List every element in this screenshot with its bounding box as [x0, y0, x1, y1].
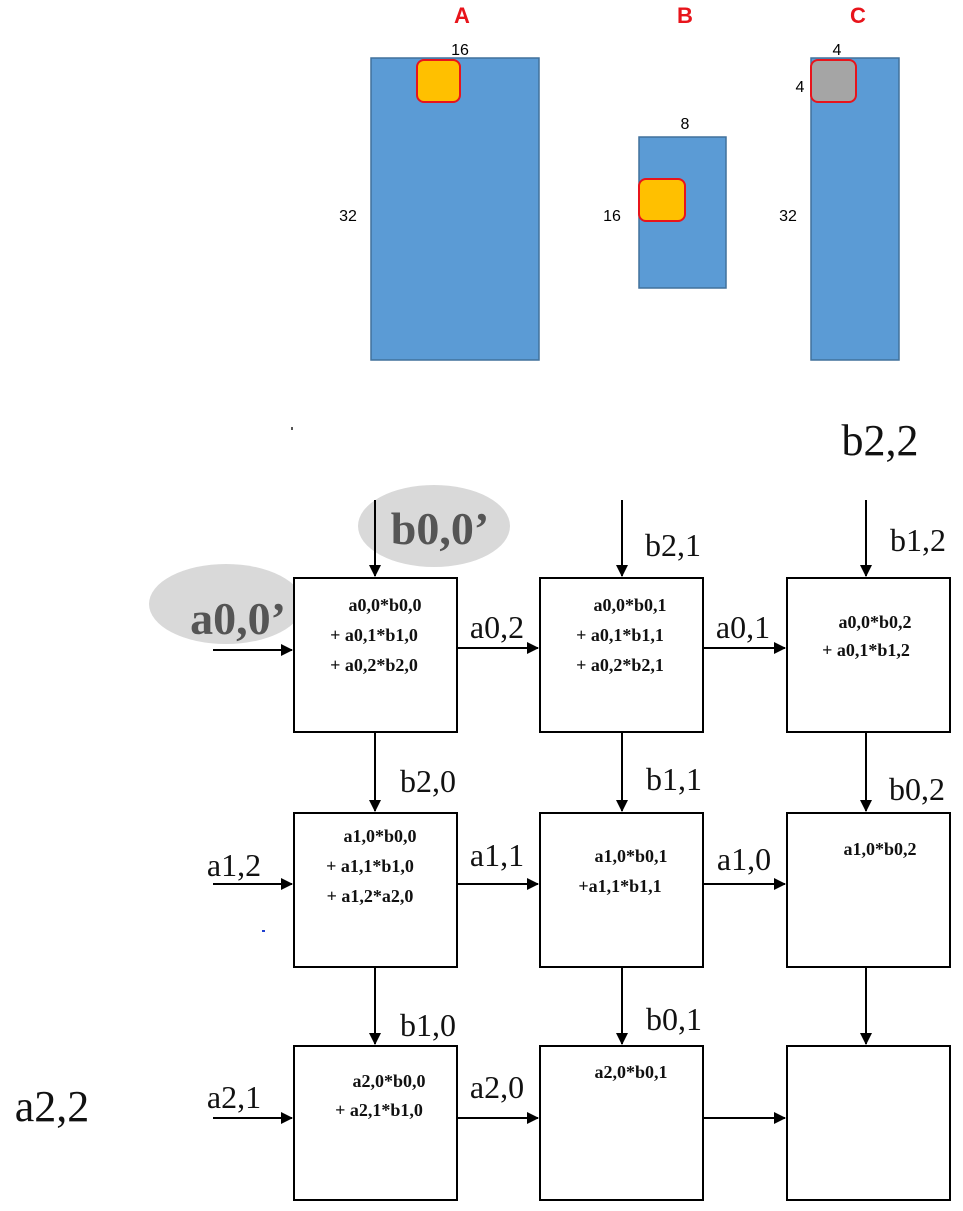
cell-2-1-line-1: a2,0*b0,1 [594, 1062, 667, 1082]
matrix-a-block [370, 57, 540, 361]
pe-cell-1-0 [293, 812, 458, 968]
cell-0-0-line-2: + a0,1*b1,0 [330, 625, 418, 645]
cell-0-1-line-3: + a0,2*b2,1 [576, 655, 664, 675]
row-input-label-2: a2,1 [207, 1079, 261, 1115]
row-input-label-1: a1,2 [207, 847, 261, 883]
h-edge-label-r0-c0: a0,2 [470, 609, 524, 645]
top-input-label-col-2: b1,2 [890, 522, 946, 558]
v-edge-label-r1-c1: b0,1 [646, 1001, 702, 1037]
left-bottom-input-label: a2,2 [15, 1082, 90, 1131]
matrix-b: B 8 16 [603, 3, 727, 289]
pe-cell-0-2 [786, 577, 951, 733]
matrix-c-height-label: 32 [779, 208, 797, 225]
matrix-c-tile [810, 59, 857, 103]
pe-cell-2-2 [786, 1045, 951, 1201]
cell-1-0-line-2: + a1,1*b1,0 [326, 856, 414, 876]
cell-1-0-line-3: + a1,2*a2,0 [327, 886, 414, 906]
matrix-c: C 4 4 32 [779, 3, 900, 361]
matrix-a-height-label: 32 [339, 208, 357, 225]
top-right-input-label: b2,2 [842, 416, 919, 465]
cell-0-1-line-1: a0,0*b0,1 [593, 595, 666, 615]
matrix-c-tile-height-label: 4 [796, 79, 805, 96]
v-edge-label-r1-c0: b1,0 [400, 1007, 456, 1043]
matrix-b-tile [638, 178, 686, 222]
h-edge-label-r0-c1: a0,1 [716, 609, 770, 645]
systolic-array: b2,2 a2,2 b0,0’ a0,0’ a0,0*b0,0 + a0,1*b… [15, 416, 951, 1201]
matrix-b-width-label: 8 [681, 116, 690, 133]
cell-0-0-line-1: a0,0*b0,0 [348, 595, 421, 615]
bubble-a-label: a0,0’ [190, 593, 286, 644]
v-edge-label-r0-c1: b1,1 [646, 761, 702, 797]
cell-1-1-line-2: +a1,1*b1,1 [578, 876, 661, 896]
bubble-a-highlight [149, 564, 303, 644]
pe-cell-2-1 [539, 1045, 704, 1201]
h-edge-label-r2-c0: a2,0 [470, 1069, 524, 1105]
cell-0-0-line-3: + a0,2*b2,0 [330, 655, 418, 675]
pe-cell-0-0 [293, 577, 458, 733]
matrix-b-height-label: 16 [603, 208, 621, 225]
cell-2-0-line-1: a2,0*b0,0 [352, 1071, 425, 1091]
top-input-label-col-1: b2,1 [645, 527, 701, 563]
cell-1-2-line-1: a1,0*b0,2 [843, 839, 916, 859]
pe-cell-0-1 [539, 577, 704, 733]
pe-cell-1-1 [539, 812, 704, 968]
matrix-c-label: C [850, 3, 866, 28]
cell-1-1-line-1: a1,0*b0,1 [594, 846, 667, 866]
cell-2-0-line-2: + a2,1*b1,0 [335, 1100, 423, 1120]
v-edge-label-r0-c2: b0,2 [889, 771, 945, 807]
bubble-b-highlight [358, 485, 510, 567]
matrix-a-tile [416, 59, 461, 103]
cell-0-2-line-1: a0,0*b0,2 [838, 612, 911, 632]
matrix-c-width-label: 4 [833, 42, 842, 59]
matrix-a-label: A [454, 3, 470, 28]
h-edge-label-r1-c0: a1,1 [470, 837, 524, 873]
cell-0-2-line-2: + a0,1*b1,2 [822, 640, 910, 660]
h-edge-label-r1-c1: a1,0 [717, 841, 771, 877]
matrix-c-block [810, 57, 900, 361]
matrix-b-label: B [677, 3, 693, 28]
cell-0-1-line-2: + a0,1*b1,1 [576, 625, 664, 645]
matrix-a: A 16 32 [339, 3, 540, 361]
pe-cell-1-2 [786, 812, 951, 968]
stray-mark-blue [262, 930, 265, 932]
matrix-a-width-label: 16 [451, 42, 469, 59]
v-edge-label-r0-c0: b2,0 [400, 763, 456, 799]
bubble-b-label: b0,0’ [391, 503, 489, 554]
cell-1-0-line-1: a1,0*b0,0 [343, 826, 416, 846]
pe-cell-2-0 [293, 1045, 458, 1201]
stray-mark [291, 427, 293, 430]
